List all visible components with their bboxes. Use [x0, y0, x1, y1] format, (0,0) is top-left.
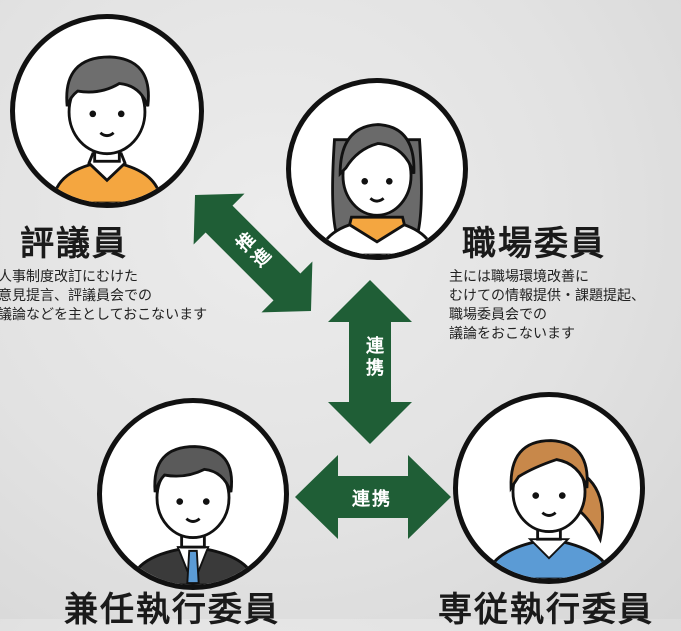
fulltime-executive-title: 専従執行委員 [438, 590, 654, 630]
concurrent-executive-title: 兼任執行委員 [64, 590, 280, 630]
workplace-committee-title: 職場委員 [462, 224, 606, 264]
woman-ponytail-avatar-icon [485, 439, 613, 579]
woman-avatar-icon [317, 123, 437, 255]
concurrent-executive-avatar [97, 398, 289, 590]
promote-arrow [193, 193, 313, 313]
man-avatar-icon [51, 55, 163, 203]
councilor-description: 人事制度改訂にむけた 意見提言、評議員会での 議論などを主としておこないます [0, 269, 208, 323]
businessman-avatar-icon [129, 445, 257, 585]
councilor-avatar [10, 14, 204, 208]
cooperate-vertical-arrow [328, 280, 412, 444]
workplace-committee-avatar [286, 78, 468, 260]
councilor-title: 評議員 [20, 224, 128, 264]
cooperate-vertical-label: 連携 [363, 336, 384, 380]
workplace-committee-description: 主には職場環境改善に むけての情報提供・課題提起、 職場委員会での 議論をおこな… [449, 269, 645, 342]
cooperate-horizontal-label: 連携 [352, 489, 392, 510]
cooperate-horizontal-arrow [295, 455, 451, 539]
fulltime-executive-avatar [453, 392, 645, 584]
